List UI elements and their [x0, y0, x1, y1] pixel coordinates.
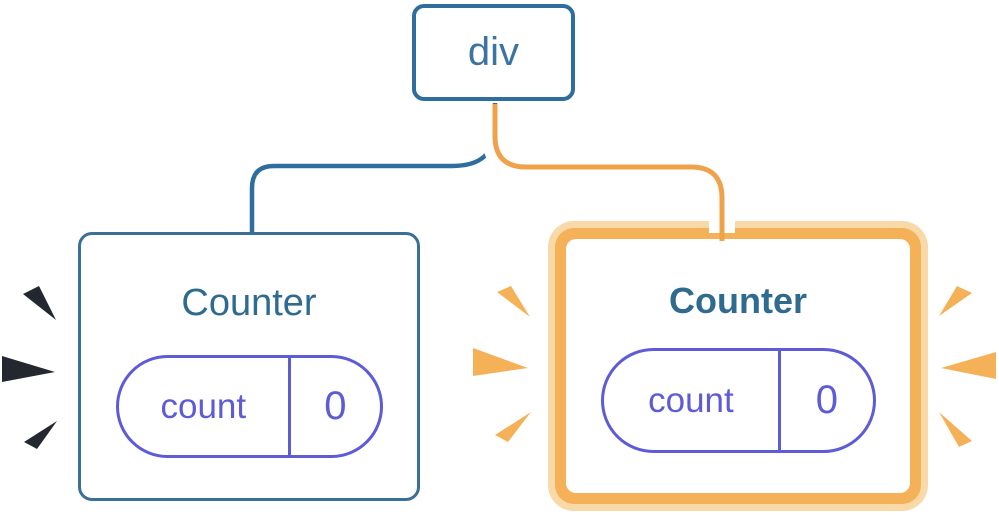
- burst-marks-right-counter-right: [939, 286, 996, 447]
- state-value: 0: [815, 378, 839, 422]
- burst-marks-right-counter-left: [473, 286, 531, 442]
- root-node-label: div: [467, 30, 520, 74]
- connector-orange-casing: [482, 104, 735, 233]
- burst-icon: [495, 412, 531, 442]
- burst-marks-left-counter: [2, 286, 57, 449]
- burst-icon: [941, 352, 996, 379]
- state-key-label: count: [160, 386, 247, 426]
- counter-title: Counter: [181, 282, 317, 324]
- pill-divider: [288, 358, 292, 455]
- burst-icon: [2, 356, 55, 382]
- counter-card-right-highlight-halo: Counter count 0: [548, 221, 928, 511]
- state-key-label: count: [648, 380, 734, 420]
- counter-card-right[interactable]: Counter count 0: [566, 239, 910, 493]
- burst-icon: [939, 286, 972, 316]
- burst-icon: [497, 286, 530, 317]
- state-value: 0: [324, 384, 347, 428]
- pill-divider: [778, 351, 782, 450]
- root-div-node[interactable]: div: [412, 4, 575, 101]
- burst-icon: [23, 286, 56, 320]
- connector-parent-to-left-counter: [249, 103, 498, 233]
- burst-icon: [473, 348, 528, 376]
- state-pill: count 0: [115, 355, 383, 458]
- counter-title: Counter: [669, 280, 807, 321]
- burst-icon: [939, 412, 972, 447]
- counter-card-left[interactable]: Counter count 0: [78, 232, 420, 501]
- burst-icon: [24, 421, 57, 449]
- state-pill: count 0: [600, 348, 876, 453]
- counter-card-right-highlight-border: Counter count 0: [555, 228, 921, 504]
